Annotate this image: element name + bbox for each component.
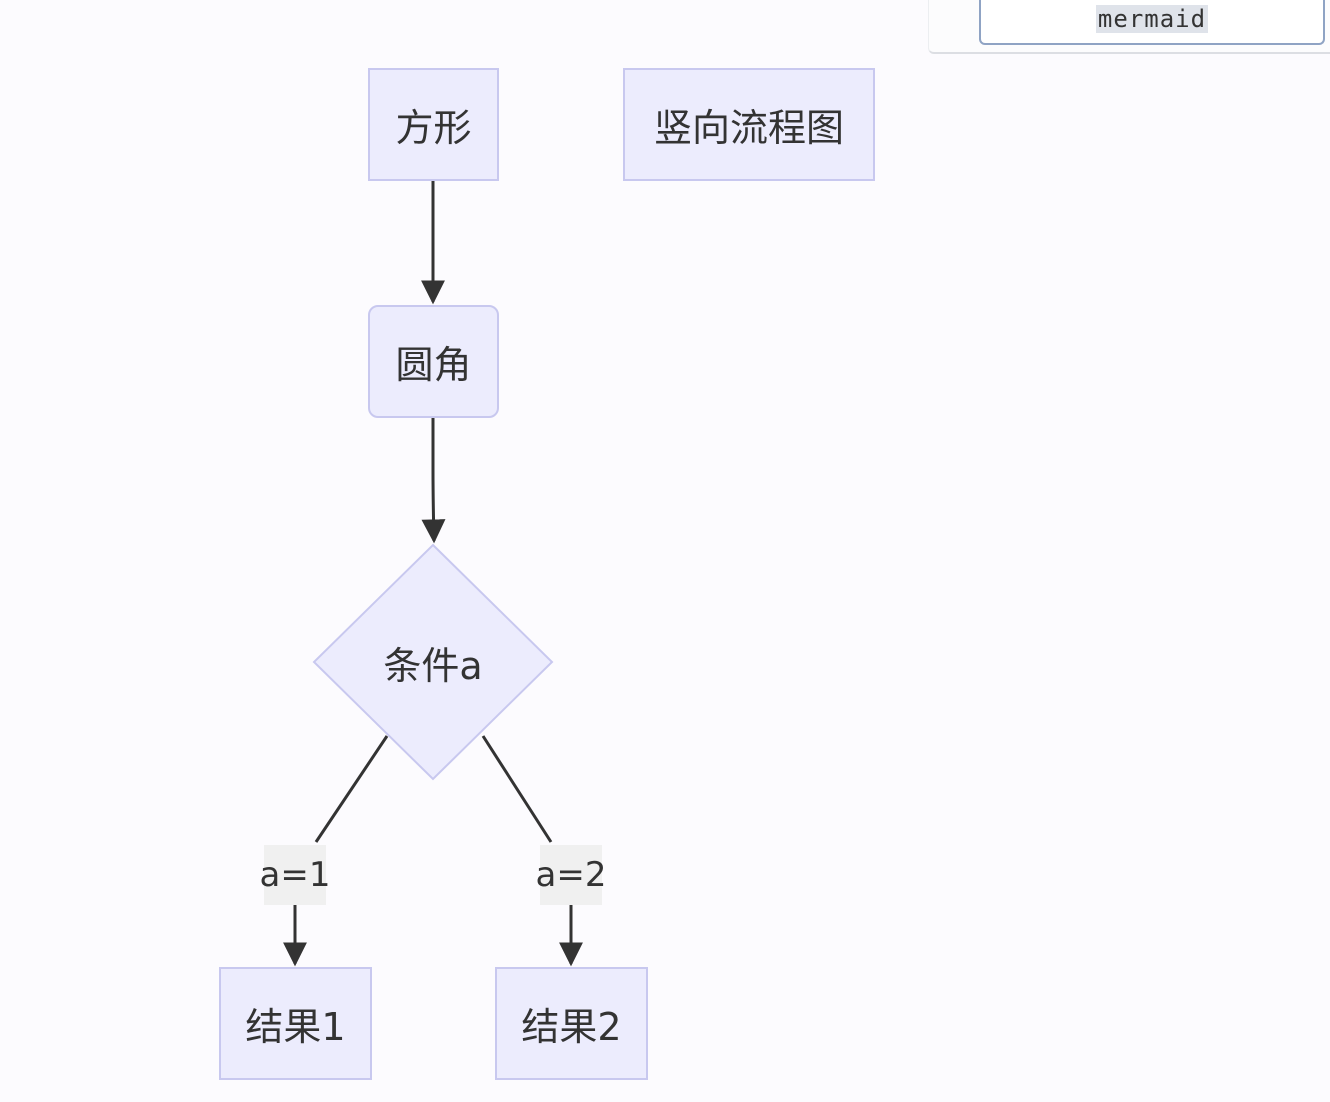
edge-label-a2: a=2 [536, 845, 606, 905]
node-title[interactable]: 竖向流程图 [623, 68, 875, 181]
node-rounded[interactable]: 圆角 [368, 305, 499, 418]
edge-condition-to-label-a2 [481, 735, 553, 843]
edge-condition-to-label-a1 [314, 735, 389, 843]
code-language-input[interactable]: mermaid [979, 0, 1325, 45]
code-language-panel: mermaid [928, 0, 1330, 54]
edge-rounded-to-condition [421, 418, 446, 544]
node-result2-label: 结果2 [521, 1005, 622, 1049]
node-result1-label: 结果1 [245, 1005, 346, 1049]
node-result1[interactable]: 结果1 [219, 967, 372, 1080]
node-title-label: 竖向流程图 [653, 106, 844, 150]
node-rounded-label: 圆角 [395, 343, 472, 387]
node-square[interactable]: 方形 [368, 68, 499, 181]
node-square-label: 方形 [395, 106, 472, 150]
node-result2[interactable]: 结果2 [495, 967, 648, 1080]
condition-diamond-shape[interactable] [312, 543, 554, 781]
edge-label-a1: a=1 [260, 845, 330, 905]
code-language-value: mermaid [1095, 5, 1209, 33]
